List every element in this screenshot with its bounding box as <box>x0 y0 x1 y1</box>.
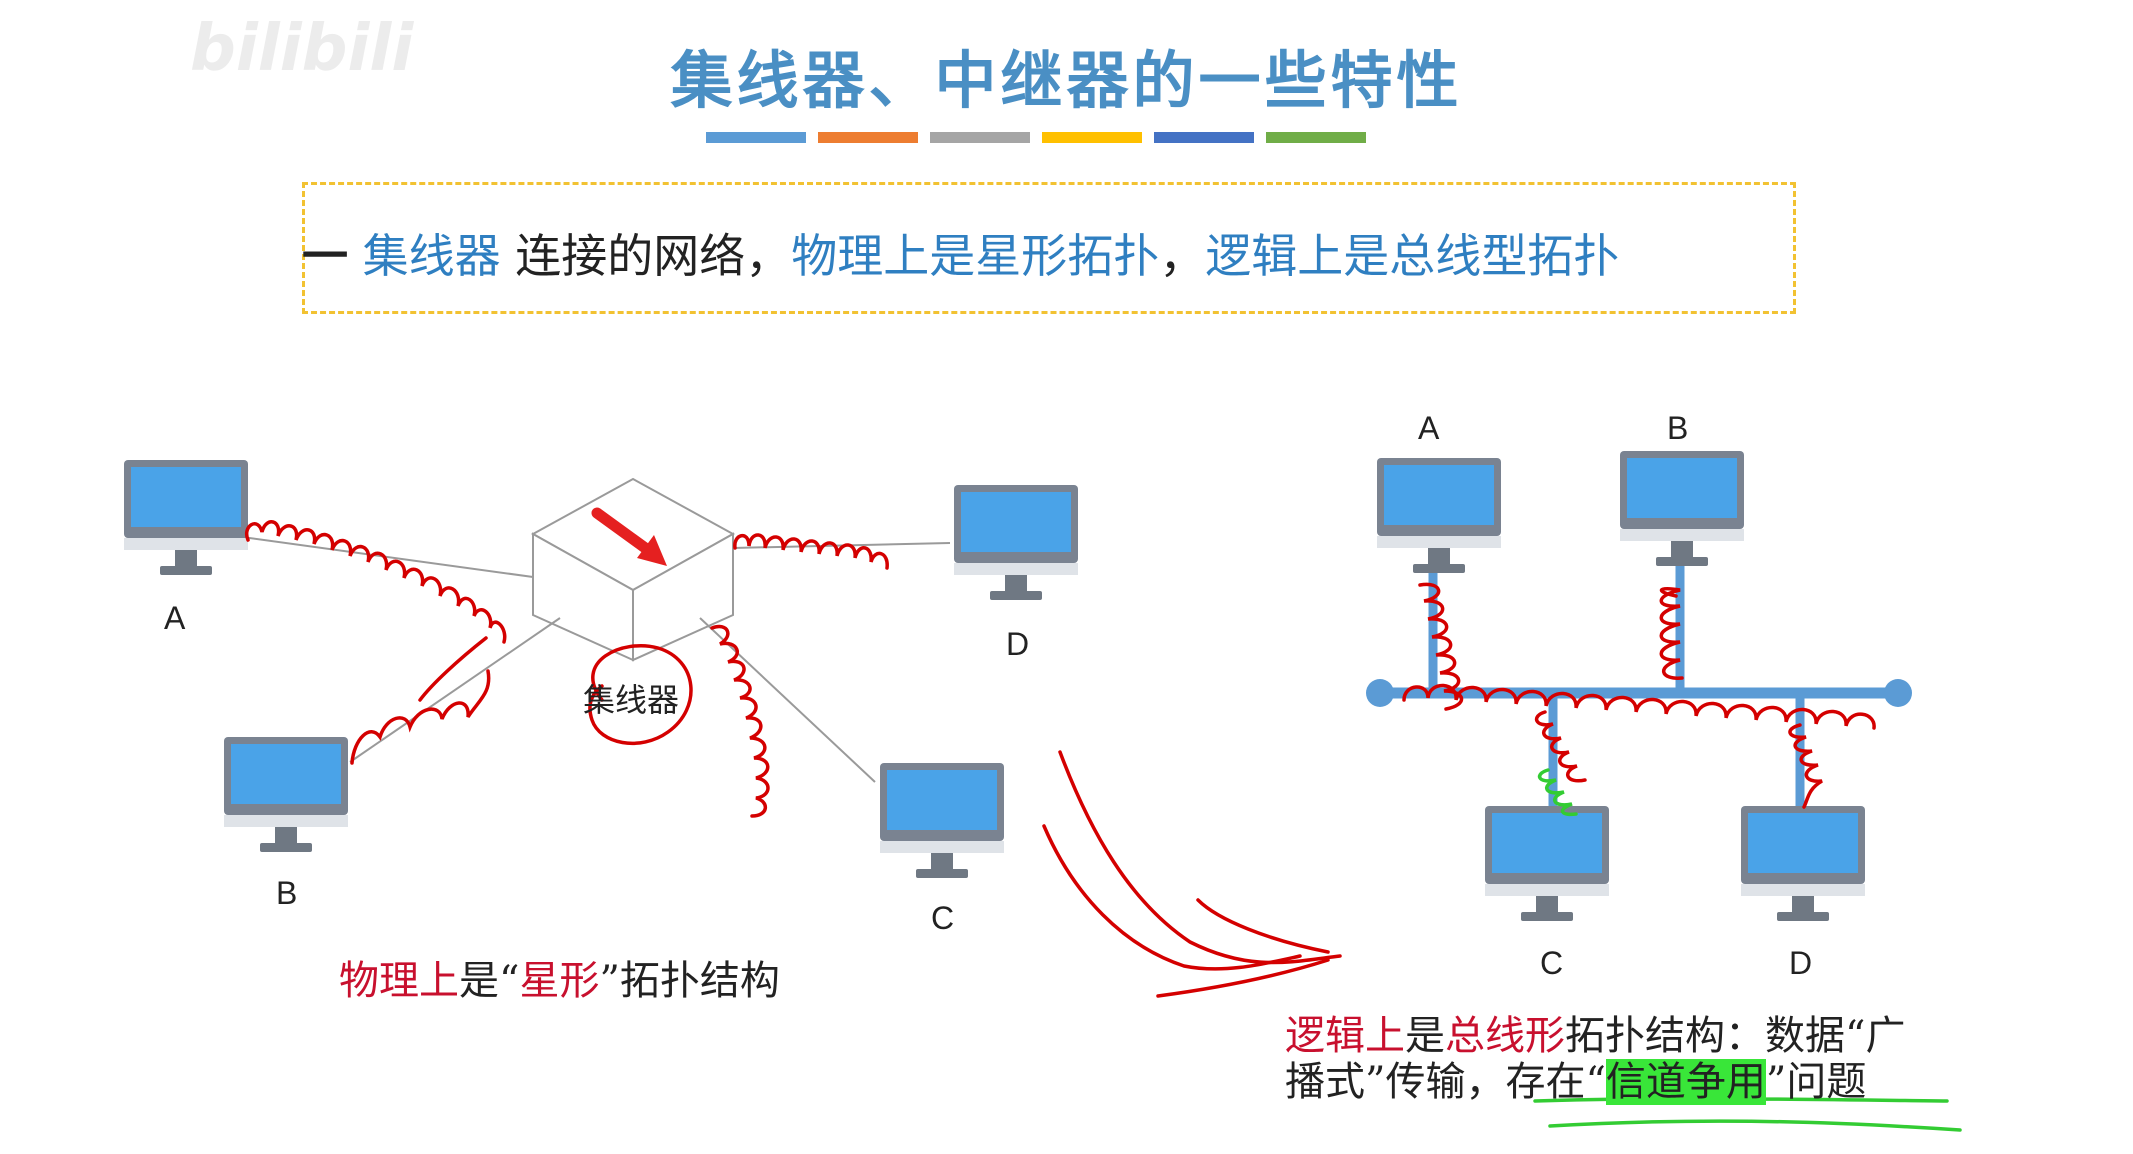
bus-computer-b-icon <box>1620 451 1744 566</box>
title-bar-5 <box>1154 132 1254 143</box>
star-node-d-label: D <box>1006 626 1030 662</box>
bus-node-b-label: B <box>1667 410 1689 446</box>
star-caption-rest: ”拓扑结构 <box>599 958 780 1004</box>
star-node-b-label: B <box>276 875 298 911</box>
bus-green-coil <box>1537 768 1578 817</box>
red-annotation-coils <box>244 520 889 818</box>
bus-caption-line-1: 逻辑上是总线形拓扑结构：数据“广 <box>1285 1003 1905 1061</box>
arrow-icon <box>591 507 667 566</box>
computer-c-icon <box>880 763 1004 878</box>
star-caption: 物理上是“星形”拓扑结构 <box>339 948 780 1006</box>
subtitle-text-1: 连接的网络， <box>500 229 792 283</box>
bus-drops <box>1428 565 1805 806</box>
title-bar-1 <box>706 132 806 143</box>
star-caption-is: 是“ <box>459 958 520 1004</box>
bus-red-coils <box>1402 582 1876 809</box>
bus-computer-c-icon <box>1485 806 1609 921</box>
subtitle-hub: 集线器 <box>362 229 501 283</box>
subtitle-box <box>302 182 1796 314</box>
bus-computer-d-icon <box>1741 806 1865 921</box>
subtitle-physical: 物理上是星形拓扑 <box>791 229 1160 283</box>
bilibili-watermark: bilibili <box>190 12 414 86</box>
bus-caption-contention: 信道争用 <box>1605 1059 1766 1105</box>
bus-line <box>1366 679 1912 707</box>
bus-node-a-label: A <box>1418 410 1440 446</box>
hand-drawn-arrow-icon <box>1042 750 1342 998</box>
computer-b-icon <box>224 737 348 852</box>
star-caption-star: 星形 <box>519 958 600 1004</box>
computer-a-icon <box>124 460 248 575</box>
computer-d-icon <box>954 485 1078 600</box>
subtitle-comma: ， <box>1159 229 1206 283</box>
bus-node-d-label: D <box>1789 945 1813 981</box>
subtitle: 一 集线器 连接的网络，物理上是星形拓扑，逻辑上是总线型拓扑 <box>302 220 1619 286</box>
subtitle-bullet: 一 <box>302 229 348 283</box>
bus-caption-line-2: 播式”传输，存在“信道争用”问题 <box>1285 1049 1866 1107</box>
bus-caption-rest-2: 播式”传输，存在“ <box>1285 1059 1606 1105</box>
title-bar-4 <box>1042 132 1142 143</box>
bus-node-c-label: C <box>1540 945 1564 981</box>
bus-caption-logical: 逻辑上 <box>1285 1013 1405 1059</box>
bus-caption-rest-1: 拓扑结构：数据“广 <box>1565 1013 1906 1059</box>
bus-caption-bus: 总线形 <box>1445 1013 1565 1059</box>
bus-caption-rest-3: ”问题 <box>1765 1059 1867 1105</box>
hub-cube <box>530 477 736 662</box>
star-caption-physical: 物理上 <box>339 958 459 1004</box>
page-title: 集线器、中继器的一些特性 <box>670 44 1463 117</box>
title-bar-3 <box>930 132 1030 143</box>
star-node-c-label: C <box>931 900 955 936</box>
bus-caption-is: 是 <box>1405 1013 1445 1059</box>
title-bar-2 <box>818 132 918 143</box>
subtitle-logical: 逻辑上是总线型拓扑 <box>1205 229 1620 283</box>
bus-computer-a-icon <box>1377 458 1501 573</box>
title-bar-6 <box>1266 132 1366 143</box>
hub-label: 集线器 <box>583 682 680 718</box>
star-node-a-label: A <box>164 600 186 636</box>
